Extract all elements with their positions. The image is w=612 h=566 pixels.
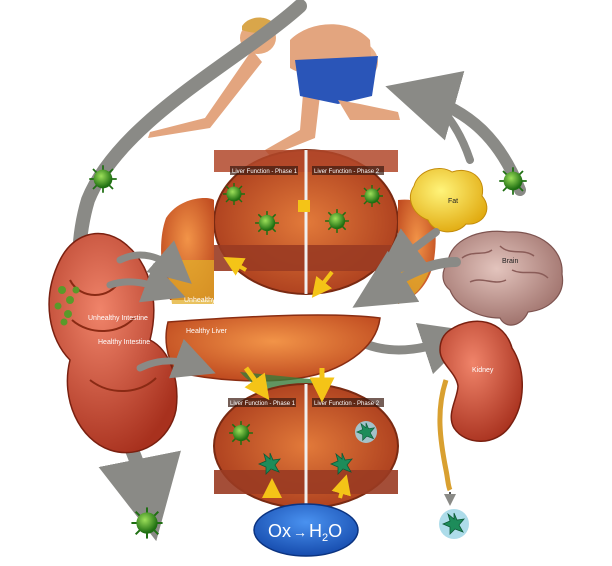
ox-arrow: → bbox=[293, 524, 307, 540]
yellow-arrow-icon bbox=[243, 366, 270, 401]
toxin-icon bbox=[324, 208, 350, 234]
toxin-icon bbox=[254, 210, 280, 236]
toxin-cluster bbox=[54, 286, 80, 326]
sub-2: 2 bbox=[322, 532, 328, 544]
toxin-icon bbox=[360, 184, 384, 208]
o-label: O bbox=[328, 521, 342, 541]
label-unhealthy-intestine: Unhealthy Intestine bbox=[88, 315, 148, 322]
yellow-arrow-icon bbox=[223, 257, 247, 276]
label-fat: Fat bbox=[448, 198, 458, 205]
toxin-icon bbox=[222, 182, 246, 206]
h-label: H bbox=[309, 521, 322, 541]
toxin-icon bbox=[130, 506, 164, 540]
svg-text:Ox→H2O: Ox→H2O bbox=[268, 521, 342, 544]
label-healthy-liver: Healthy Liver bbox=[186, 328, 228, 335]
label-liver-phase1-bottom: Liver Function - Phase 1 bbox=[230, 401, 296, 407]
label-liver-phase1-top: Liver Function - Phase 1 bbox=[232, 169, 298, 175]
label-brain: Brain bbox=[502, 258, 518, 265]
absorption-arrows bbox=[106, 240, 216, 379]
label-healthy-intestine: Healthy Intestine bbox=[98, 339, 150, 346]
liver-cell-top: Liver Function - Phase 1 Liver Function … bbox=[213, 149, 399, 298]
ox-label: Ox bbox=[268, 521, 291, 541]
transfer-arrow-icon bbox=[298, 200, 310, 212]
label-kidney: Kidney bbox=[472, 367, 494, 374]
excreted-toxin bbox=[439, 509, 469, 539]
toxin-icon bbox=[88, 164, 118, 194]
toxin-icon bbox=[228, 420, 254, 446]
intestines: Unhealthy Intestine Healthy Intestine bbox=[48, 232, 178, 454]
brain: Brain bbox=[442, 230, 564, 326]
fat-to-liver-arrow bbox=[376, 228, 440, 277]
toxin-icon bbox=[498, 166, 528, 196]
kidney: Kidney bbox=[437, 320, 523, 506]
label-liver-phase2-bottom: Liver Function - Phase 2 bbox=[314, 401, 380, 407]
healthy-liver: Healthy Liver bbox=[165, 314, 381, 393]
label-liver-phase2-top: Liver Function - Phase 2 bbox=[314, 169, 380, 175]
label-unhealthy-liver: Unhealthy Liver bbox=[184, 297, 233, 304]
yellow-arrow-icon bbox=[331, 474, 351, 499]
liver-cell-bottom: Liver Function - Phase 1 Liver Function … bbox=[213, 366, 399, 509]
ox-h2o-badge: Ox→H2O bbox=[253, 503, 359, 557]
fat-tissue: Fat bbox=[410, 168, 488, 233]
yellow-arrow-icon bbox=[311, 270, 334, 298]
